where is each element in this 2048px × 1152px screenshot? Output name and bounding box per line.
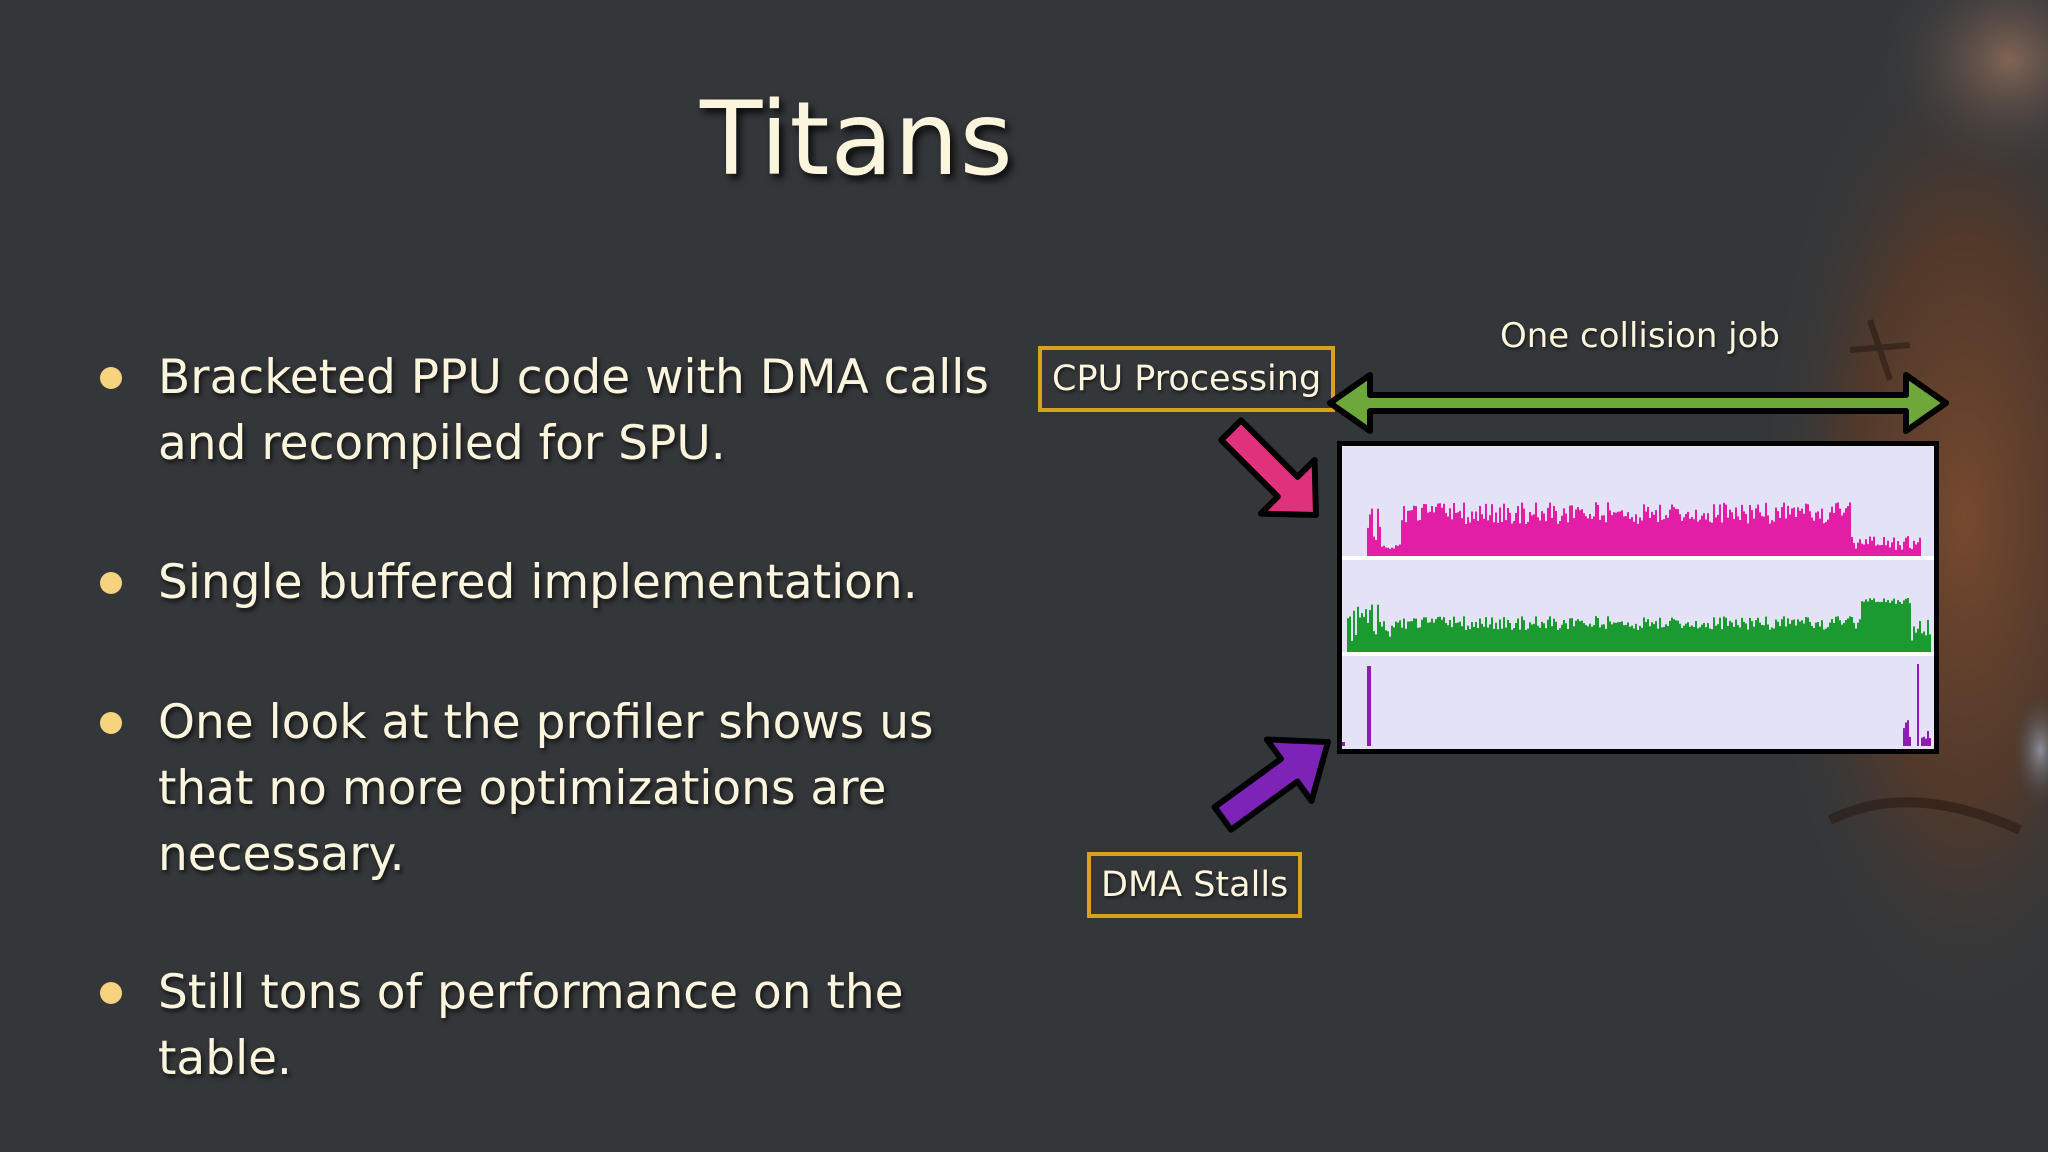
bullet-item: Still tons of performance on the table. — [100, 960, 960, 1092]
trace-spikes — [1341, 664, 1931, 746]
dma-stall-trace — [1341, 664, 1931, 746]
bullet-dot-icon — [100, 982, 122, 1004]
bullet-text: Still tons of performance on the table. — [158, 965, 904, 1086]
bullet-dot-icon — [100, 572, 122, 594]
bullet-item: One look at the profiler shows us that n… — [100, 690, 960, 888]
slide-title: Titans — [700, 80, 1014, 199]
cpu-processing-trace — [1367, 502, 1921, 556]
bullet-text: Single buffered implementation. — [158, 555, 918, 610]
bullet-item: Single buffered implementation. — [100, 550, 1038, 616]
bullet-text: One look at the profiler shows us that n… — [158, 695, 934, 882]
dma-stalls-tag: DMA Stalls — [1087, 852, 1303, 918]
bullet-item: Bracketed PPU code with DMA calls and re… — [100, 345, 1038, 477]
double-headed-arrow-icon — [1327, 372, 1949, 434]
bullet-dot-icon — [100, 712, 122, 734]
profiler-graph — [1337, 441, 1939, 754]
profiler-traces — [1341, 502, 1934, 746]
collision-job-label: One collision job — [1499, 316, 1781, 356]
trace-spikes — [1347, 598, 1931, 652]
bullet-dot-icon — [100, 367, 122, 389]
arrow-icon — [1218, 417, 1319, 518]
bullet-text: Bracketed PPU code with DMA calls and re… — [158, 350, 989, 471]
trace-spikes — [1367, 502, 1921, 556]
cpu-processing-tag: CPU Processing — [1038, 346, 1336, 412]
arrow-icon — [1211, 736, 1331, 833]
dma-trace — [1347, 598, 1931, 652]
